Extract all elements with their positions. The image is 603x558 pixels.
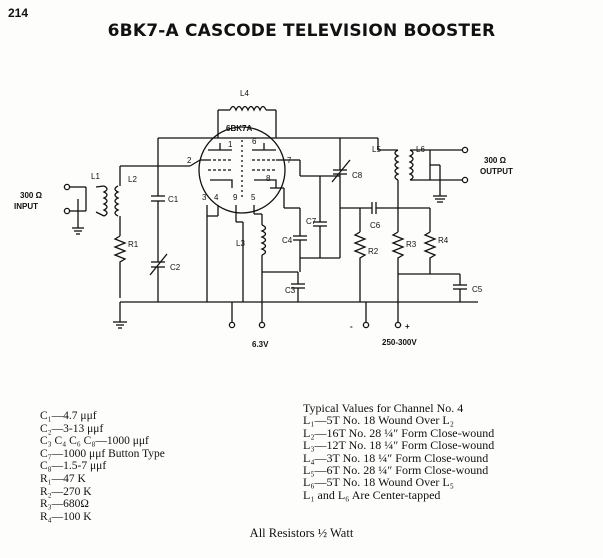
c1-label: C1	[168, 195, 179, 204]
l1-label: L1	[91, 172, 100, 181]
resistor-r2	[353, 231, 367, 302]
parts-list-item: R₁—47 K	[40, 472, 86, 485]
l4-label: L4	[240, 89, 249, 98]
coil-l3	[260, 224, 267, 256]
l5-label: L5	[372, 145, 381, 154]
c5-label: C5	[472, 285, 483, 294]
parts-list-item: C₁—4.7 μμf	[40, 410, 97, 422]
c7-label: C7	[306, 217, 317, 226]
plate-voltage-label: 250-300V	[382, 338, 417, 347]
c6-label: C6	[370, 221, 381, 230]
input-terminals	[63, 183, 87, 235]
parts-list-item: R₄—100 K	[40, 510, 92, 523]
c3-label: C3	[285, 286, 296, 295]
pin-2: 2	[187, 156, 192, 165]
minus-label: -	[350, 322, 353, 331]
schematic-diagram: 300 Ω INPUT L1 L2 R1 C1 C2	[14, 89, 513, 349]
l3-label: L3	[236, 239, 245, 248]
tube-left-section	[200, 143, 233, 188]
r2-label: R2	[368, 247, 379, 256]
coil-note: L₃—12T No. 18 ¼″ Form Close-wound	[303, 438, 495, 453]
pin-8: 8	[266, 174, 271, 183]
pin-3: 3	[202, 193, 207, 202]
r1-label: R1	[128, 240, 139, 249]
input-label: INPUT	[14, 202, 38, 211]
plus-label: +	[405, 322, 410, 331]
resistor-r3	[391, 231, 405, 274]
output-terminal-bottom	[461, 176, 469, 184]
parts-list-item: C₇—1000 μμf Button Type	[40, 447, 165, 460]
pin-6: 6	[252, 137, 257, 146]
parts-list-item: C₂—3-13 μμf	[40, 422, 104, 435]
pin-5: 5	[251, 193, 256, 202]
coil-l4	[229, 105, 267, 112]
tube-envelope	[198, 126, 286, 214]
pin-9: 9	[233, 193, 238, 202]
coil-note: L₁ and L₆ Are Center-tapped	[303, 487, 441, 502]
parts-list-item: R₃—680Ω	[40, 498, 89, 511]
coil-note: L₅—6T No. 28 ¼″ Form Close-wound	[303, 463, 489, 478]
coil-note: L₆—5T No. 18 Wound Over L₅	[303, 475, 454, 490]
parts-list-item: R₂—270 K	[40, 485, 92, 498]
pin-4: 4	[214, 193, 219, 202]
pin-1: 1	[228, 140, 233, 149]
r3-label: R3	[406, 240, 417, 249]
coil-l1	[102, 185, 108, 217]
c8-label: C8	[352, 171, 363, 180]
output-label: OUTPUT	[480, 167, 513, 176]
coil-l6	[408, 149, 414, 181]
parts-list-item: C₈—1.5-7 μμf	[40, 460, 107, 473]
input-ohms-label: 300 Ω	[20, 191, 43, 200]
coil-notes: Typical Values for Channel No. 4 L₁—5T N…	[303, 401, 495, 502]
coil-note: L₂—16T No. 28 ¼″ Form Close-wound	[303, 425, 495, 440]
coil-note: L₄—3T No. 18 ¼″ Form Close-wound	[303, 450, 489, 465]
c4-label: C4	[282, 236, 293, 245]
r4-label: R4	[438, 236, 449, 245]
resistor-r1	[113, 235, 127, 298]
coil-notes-heading: Typical Values for Channel No. 4	[303, 401, 464, 415]
heater-voltage-label: 6.3V	[252, 340, 269, 349]
coil-l2	[114, 185, 120, 217]
output-terminal-top	[461, 146, 469, 154]
c2-label: C2	[170, 263, 181, 272]
tube-label: 6BK7A	[226, 124, 252, 133]
tube-right-section	[241, 140, 286, 200]
resistor-r4	[423, 231, 437, 274]
l2-label: L2	[128, 175, 137, 184]
resistor-wattage-note: All Resistors ½ Watt	[249, 526, 354, 540]
parts-list-item: C₃ C₄ C₆ C₈—1000 μμf	[40, 435, 149, 448]
coil-note: L₁—5T No. 18 Wound Over L₂	[303, 413, 454, 428]
page-number: 214	[8, 6, 29, 20]
coil-l5	[394, 149, 400, 181]
page-title: 6BK7-A CASCODE TELEVISION BOOSTER	[107, 21, 496, 41]
parts-list: C₁—4.7 μμf C₂—3-13 μμf C₃ C₄ C₆ C₈—1000 …	[40, 410, 165, 523]
output-ohms-label: 300 Ω	[484, 156, 507, 165]
